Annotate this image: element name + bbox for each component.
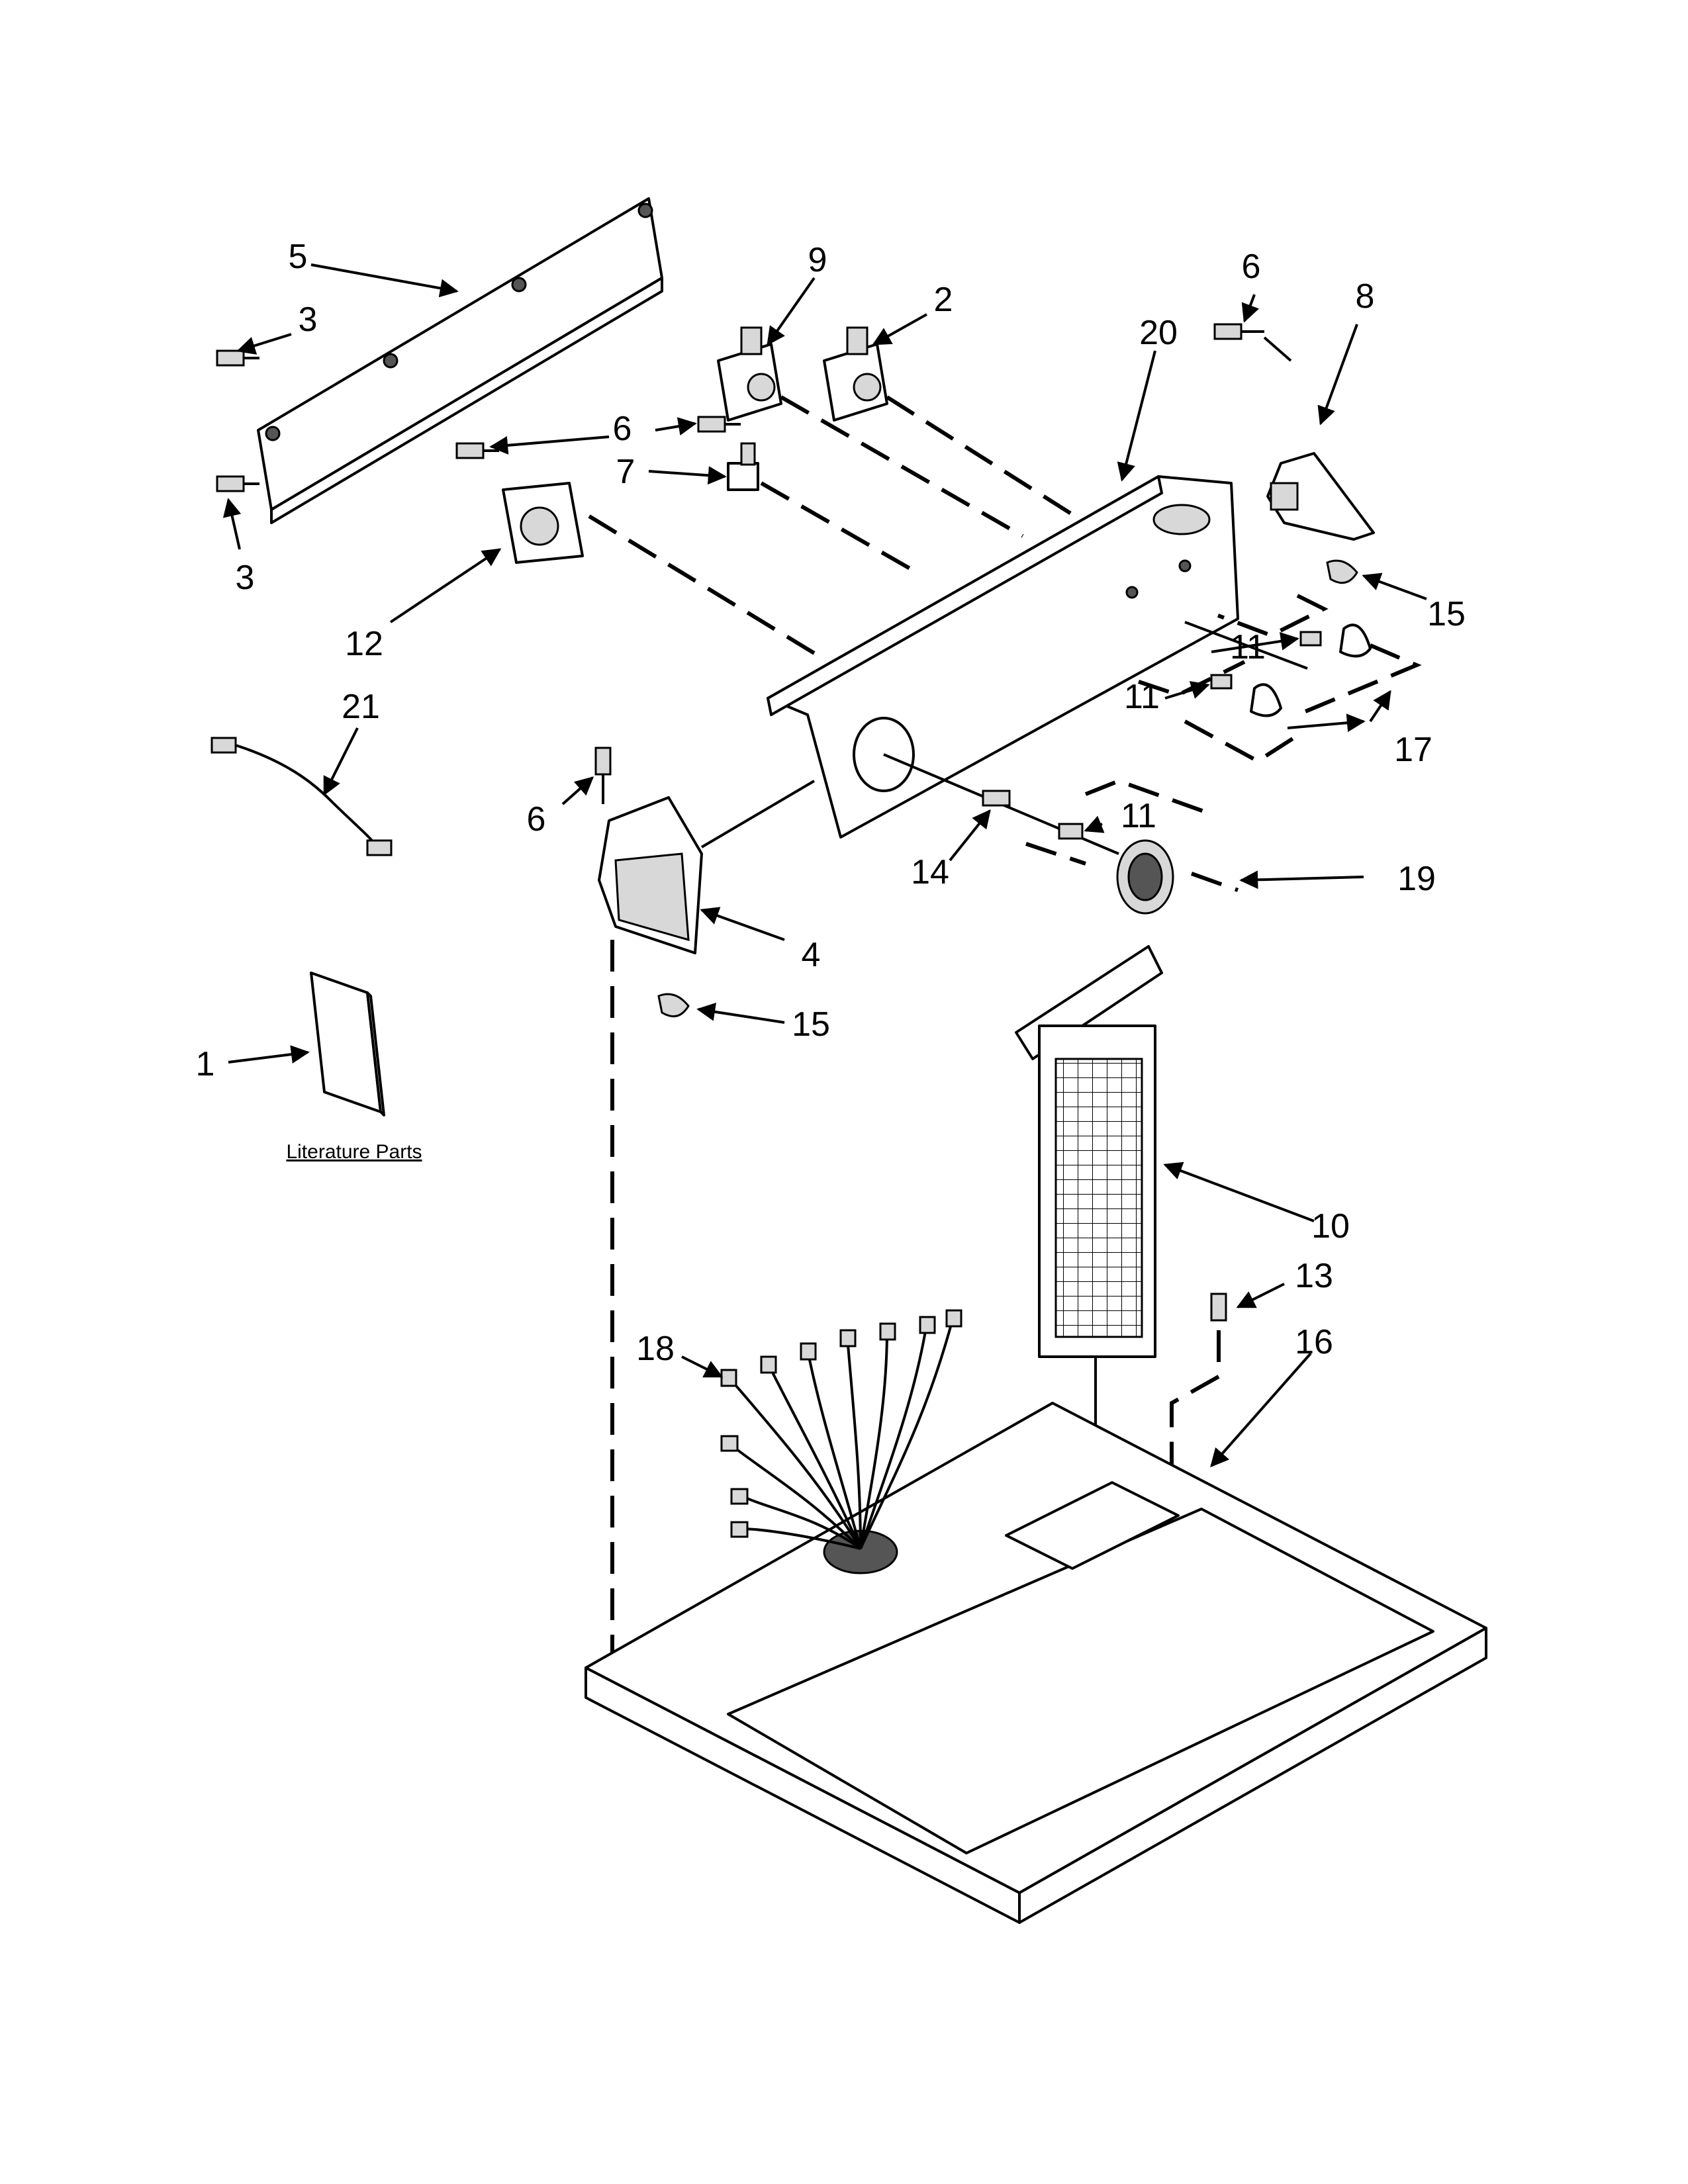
knob-bracket (1138, 660, 1246, 698)
clip-icon (1326, 559, 1358, 584)
leader-15b (696, 1002, 785, 1024)
screw-icon (216, 475, 259, 492)
label-17: 17 (1394, 731, 1432, 769)
screw-icon (1213, 323, 1264, 340)
leader-6c (1241, 294, 1259, 323)
leader-21 (323, 727, 359, 796)
literature-booklet (310, 972, 385, 1116)
knob-bracket (1217, 594, 1329, 638)
leader-16 (1210, 1352, 1312, 1468)
leader-8 (1317, 324, 1358, 426)
dial-knob-icon (1116, 839, 1174, 915)
label-11a: 11 (1230, 628, 1266, 666)
label-4: 4 (802, 936, 821, 974)
label-1: 1 (196, 1045, 215, 1083)
label-6d: 6 (527, 800, 546, 839)
label-6c: 6 (1242, 248, 1261, 286)
dash-2 (886, 395, 1087, 525)
leader-14 (949, 809, 991, 862)
label-2: 2 (934, 281, 953, 319)
label-15b: 15 (792, 1005, 830, 1044)
leader-6d (561, 776, 594, 805)
knob-bracket (1296, 643, 1422, 717)
label-11c: 11 (1121, 797, 1156, 835)
label-8: 8 (1356, 277, 1375, 316)
label-20: 20 (1139, 314, 1178, 352)
dash-timer (588, 514, 819, 657)
leader-18 (681, 1355, 724, 1378)
top-panel (585, 1402, 1487, 1924)
label-12: 12 (345, 625, 383, 663)
leader-6a (489, 435, 610, 455)
wire-harness (211, 737, 393, 856)
knob-bracket (1184, 719, 1305, 764)
label-5: 5 (289, 238, 308, 276)
leader-3a (236, 333, 292, 355)
leader-20 (1117, 350, 1156, 482)
knob-bracket (1084, 778, 1213, 816)
label-9: 9 (808, 241, 827, 279)
screw-icon (594, 747, 612, 804)
label-13: 13 (1295, 1257, 1333, 1295)
dash-9 (780, 395, 1024, 538)
dash-7 (760, 481, 918, 574)
label-19: 19 (1397, 860, 1436, 898)
label-11b: 11 (1124, 678, 1160, 716)
leader-17a (1287, 713, 1366, 733)
leader-7 (648, 466, 727, 485)
knob-bracket (1025, 842, 1086, 866)
dash-13 (1170, 1330, 1221, 1489)
label-21: 21 (342, 688, 380, 726)
label-18: 18 (636, 1330, 675, 1368)
bracket-8 (1266, 452, 1375, 541)
rear-panel (257, 197, 663, 524)
leader-12 (389, 548, 502, 623)
leader-11c (1084, 815, 1105, 833)
lint-screen (1015, 945, 1163, 1358)
label-10: 10 (1311, 1207, 1350, 1246)
literature-caption: Literature Parts (286, 1141, 422, 1163)
leader-2 (872, 313, 927, 345)
switch-2 (823, 326, 888, 422)
leader-19 (1239, 870, 1364, 889)
label-14: 14 (911, 853, 949, 891)
leader-17b (1369, 690, 1391, 723)
wiring-bundle (720, 1309, 962, 1550)
clip-icon (657, 993, 690, 1018)
label-16: 16 (1295, 1323, 1333, 1361)
knob-bracket (1190, 872, 1239, 892)
leader-9 (767, 277, 816, 346)
leader-11b (1164, 681, 1210, 700)
label-6a: 6 (613, 410, 632, 448)
leader-10 (1163, 1161, 1315, 1222)
control-console (767, 475, 1239, 839)
leader-13 (1236, 1283, 1285, 1308)
screw-icon (216, 349, 259, 367)
leader-5 (310, 263, 459, 298)
leader-1 (228, 1045, 310, 1064)
label-7: 7 (616, 453, 635, 491)
switch-7 (727, 442, 759, 491)
label-3a: 3 (299, 300, 318, 339)
bushing-icon (1058, 823, 1084, 840)
timer-part (502, 482, 584, 564)
leader-4 (700, 907, 785, 941)
screw-icon (697, 416, 741, 433)
label-3b: 3 (236, 559, 255, 597)
leader-11a (1211, 631, 1299, 653)
knob-icon (1210, 674, 1282, 717)
label-15a: 15 (1427, 595, 1466, 633)
leader-15a (1362, 572, 1427, 600)
side-cover (598, 796, 703, 954)
cover-link (700, 780, 816, 848)
screw-icon (982, 790, 1011, 807)
knob-icon (1299, 623, 1372, 658)
leader-6b (655, 417, 697, 435)
leader-3b (222, 498, 242, 550)
screw-icon (1210, 1293, 1227, 1322)
switch-9 (717, 326, 782, 422)
dash-6c (1263, 336, 1292, 362)
